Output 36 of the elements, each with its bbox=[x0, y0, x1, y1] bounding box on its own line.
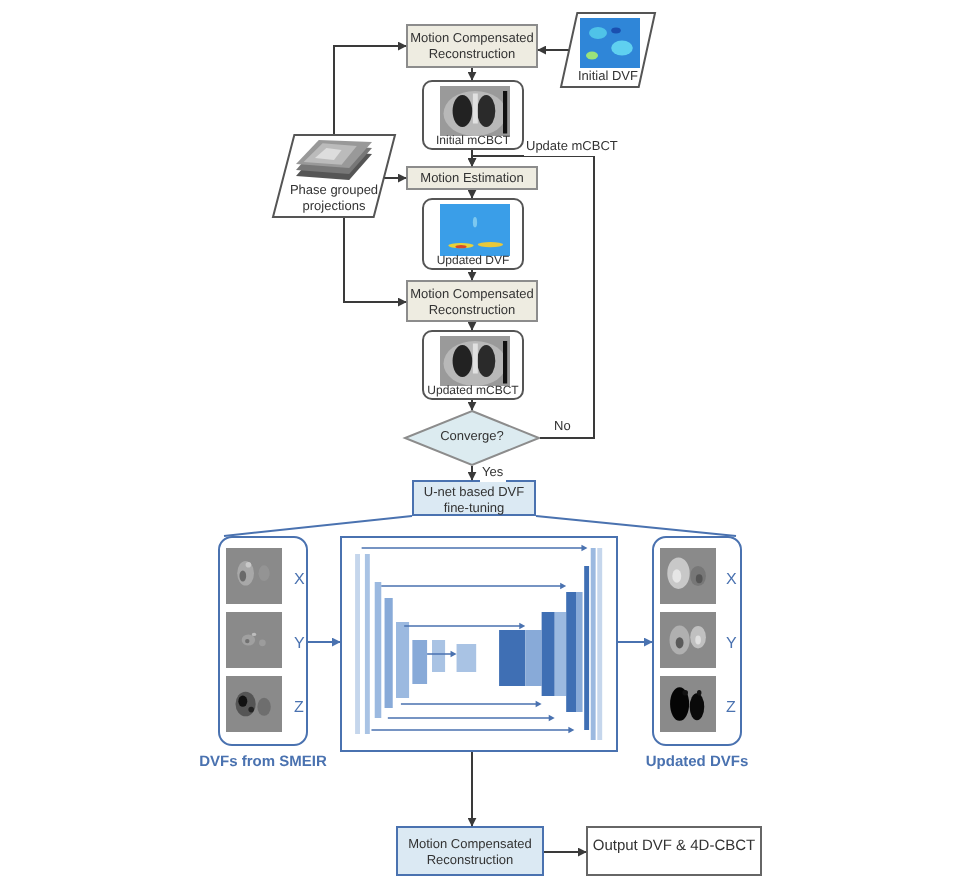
image-box bbox=[422, 198, 524, 270]
axis-label: Y bbox=[724, 636, 739, 651]
process-box bbox=[406, 24, 538, 68]
arrow bbox=[467, 751, 477, 827]
connector-line bbox=[535, 515, 737, 537]
output-box bbox=[586, 826, 762, 876]
arrow bbox=[617, 637, 653, 647]
arrow bbox=[467, 321, 477, 331]
arrow bbox=[537, 45, 570, 55]
connector-line bbox=[223, 515, 413, 537]
arrow bbox=[467, 189, 477, 199]
network-panel bbox=[340, 536, 618, 752]
process-box bbox=[406, 166, 538, 190]
image-box bbox=[422, 330, 524, 400]
arrow bbox=[343, 217, 407, 307]
arrow bbox=[467, 155, 595, 439]
arrow bbox=[383, 173, 407, 183]
arrow bbox=[307, 637, 341, 647]
process-box bbox=[412, 480, 536, 516]
arrow bbox=[333, 41, 407, 135]
input-parallelogram bbox=[560, 12, 656, 88]
axis-label: Z bbox=[292, 700, 306, 715]
axis-label: Z bbox=[724, 700, 738, 715]
arrow bbox=[467, 67, 477, 81]
arrow bbox=[467, 269, 477, 281]
input-parallelogram bbox=[272, 134, 396, 218]
axis-label: Y bbox=[292, 636, 307, 651]
image-box bbox=[422, 80, 524, 150]
decision-diamond bbox=[404, 410, 540, 466]
arrow bbox=[467, 465, 477, 481]
axis-label: X bbox=[724, 572, 739, 587]
process-box bbox=[406, 280, 538, 322]
arrow bbox=[543, 847, 587, 857]
axis-label: X bbox=[292, 572, 307, 587]
arrow bbox=[467, 399, 477, 411]
process-box bbox=[396, 826, 544, 876]
